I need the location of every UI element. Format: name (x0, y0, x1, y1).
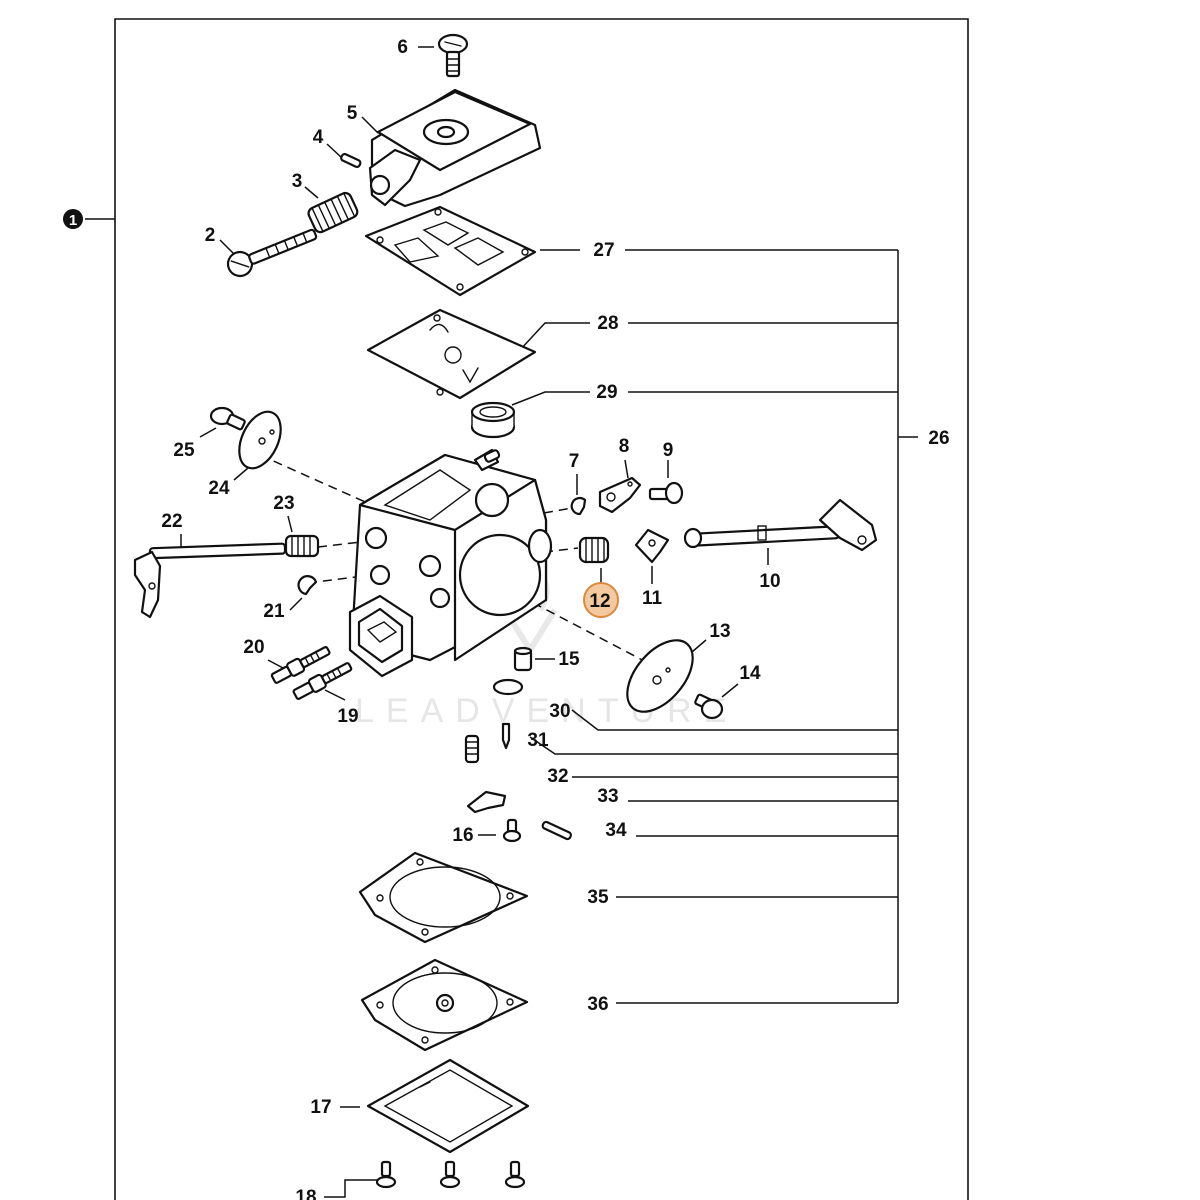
spring-3-icon (307, 191, 359, 234)
callout-14[interactable]: 14 (739, 663, 761, 684)
callout-6[interactable]: 6 (397, 37, 408, 58)
callout-31[interactable]: 31 (527, 730, 549, 751)
plug-15-icon (513, 646, 533, 672)
watermark: LEADVENTURE (355, 692, 738, 730)
screw-14-icon (694, 693, 724, 720)
callout-33[interactable]: 33 (597, 786, 618, 807)
callout-26[interactable]: 26 (928, 428, 949, 449)
svg-text:1: 1 (69, 212, 77, 229)
throttle-shaft-22-icon (133, 542, 287, 619)
kit-26-bracket (529, 249, 918, 1004)
inlet-needle-31-icon (501, 722, 511, 750)
highlight-marker (583, 582, 619, 618)
callout-22[interactable]: 22 (161, 511, 182, 532)
assembly-frame (114, 18, 969, 1200)
callout-25[interactable]: 25 (173, 440, 195, 461)
callout-2[interactable]: 2 (205, 225, 216, 246)
callout-13[interactable]: 13 (709, 621, 730, 642)
screen-29-icon (470, 401, 516, 439)
callout-34[interactable]: 34 (605, 820, 627, 841)
screw-2-icon (226, 228, 318, 278)
gasket-27-icon (364, 205, 537, 297)
callout-19[interactable]: 19 (337, 706, 358, 727)
callout-5[interactable]: 5 (347, 103, 358, 124)
callout-7[interactable]: 7 (569, 451, 580, 472)
callout-29[interactable]: 29 (596, 382, 617, 403)
callout-28[interactable]: 28 (597, 313, 618, 334)
wing-11-icon (634, 528, 670, 564)
diaphragm-28-icon (366, 308, 537, 400)
callout-21[interactable]: 21 (263, 601, 285, 622)
callout-36[interactable]: 36 (587, 994, 608, 1015)
pin-4-icon (340, 152, 362, 168)
screws-18-icon (375, 1160, 526, 1189)
spring-23-icon (284, 534, 320, 558)
callout-12-highlighted[interactable]: 12 (589, 591, 610, 612)
gasket-35-icon (358, 851, 529, 944)
choke-shaft-10-icon (683, 498, 878, 552)
callout-4[interactable]: 4 (313, 127, 324, 148)
callout-23[interactable]: 23 (273, 493, 294, 514)
spring-32-icon (464, 734, 480, 764)
screw-16-icon (502, 818, 522, 843)
lever-33-icon (466, 790, 507, 814)
clip-21-icon (297, 575, 318, 596)
callout-9[interactable]: 9 (663, 440, 674, 461)
carburetor-body-icon (348, 448, 553, 678)
callout-27[interactable]: 27 (593, 240, 614, 261)
needle-19-icon (292, 662, 353, 700)
cover-17-icon (366, 1058, 530, 1154)
callout-17[interactable]: 17 (310, 1097, 331, 1118)
callout-8[interactable]: 8 (619, 436, 630, 457)
leader-lines (180, 46, 769, 1198)
callout-16[interactable]: 16 (452, 825, 473, 846)
plate-24-icon (238, 410, 282, 470)
screw-25-icon (209, 406, 246, 431)
callout-24[interactable]: 24 (208, 478, 230, 499)
clip-7-icon (570, 496, 587, 516)
callout-35[interactable]: 35 (587, 887, 609, 908)
callout-labels: 6 5 4 3 2 27 28 29 26 25 24 7 8 9 22 23 … (161, 37, 949, 1200)
callout-15[interactable]: 15 (558, 649, 580, 670)
lever-8-icon (598, 476, 642, 514)
screw-9-icon (648, 481, 684, 505)
pin-34-icon (541, 820, 572, 841)
needle-20-icon (270, 646, 331, 684)
o-ring-30-icon (492, 678, 524, 696)
pump-cover-5-icon (368, 88, 542, 208)
callout-32[interactable]: 32 (547, 766, 568, 787)
assembly-callout: 1 (63, 209, 115, 229)
callout-20[interactable]: 20 (243, 637, 264, 658)
diaphragm-36-icon (360, 958, 529, 1052)
callout-3[interactable]: 3 (292, 171, 303, 192)
spring-12-icon (578, 536, 610, 564)
plate-13-icon (626, 639, 694, 713)
callout-30[interactable]: 30 (549, 701, 570, 722)
callout-10[interactable]: 10 (759, 571, 780, 592)
callout-18[interactable]: 18 (295, 1187, 316, 1200)
callout-11[interactable]: 11 (642, 588, 663, 609)
screw-6-icon (437, 33, 469, 78)
